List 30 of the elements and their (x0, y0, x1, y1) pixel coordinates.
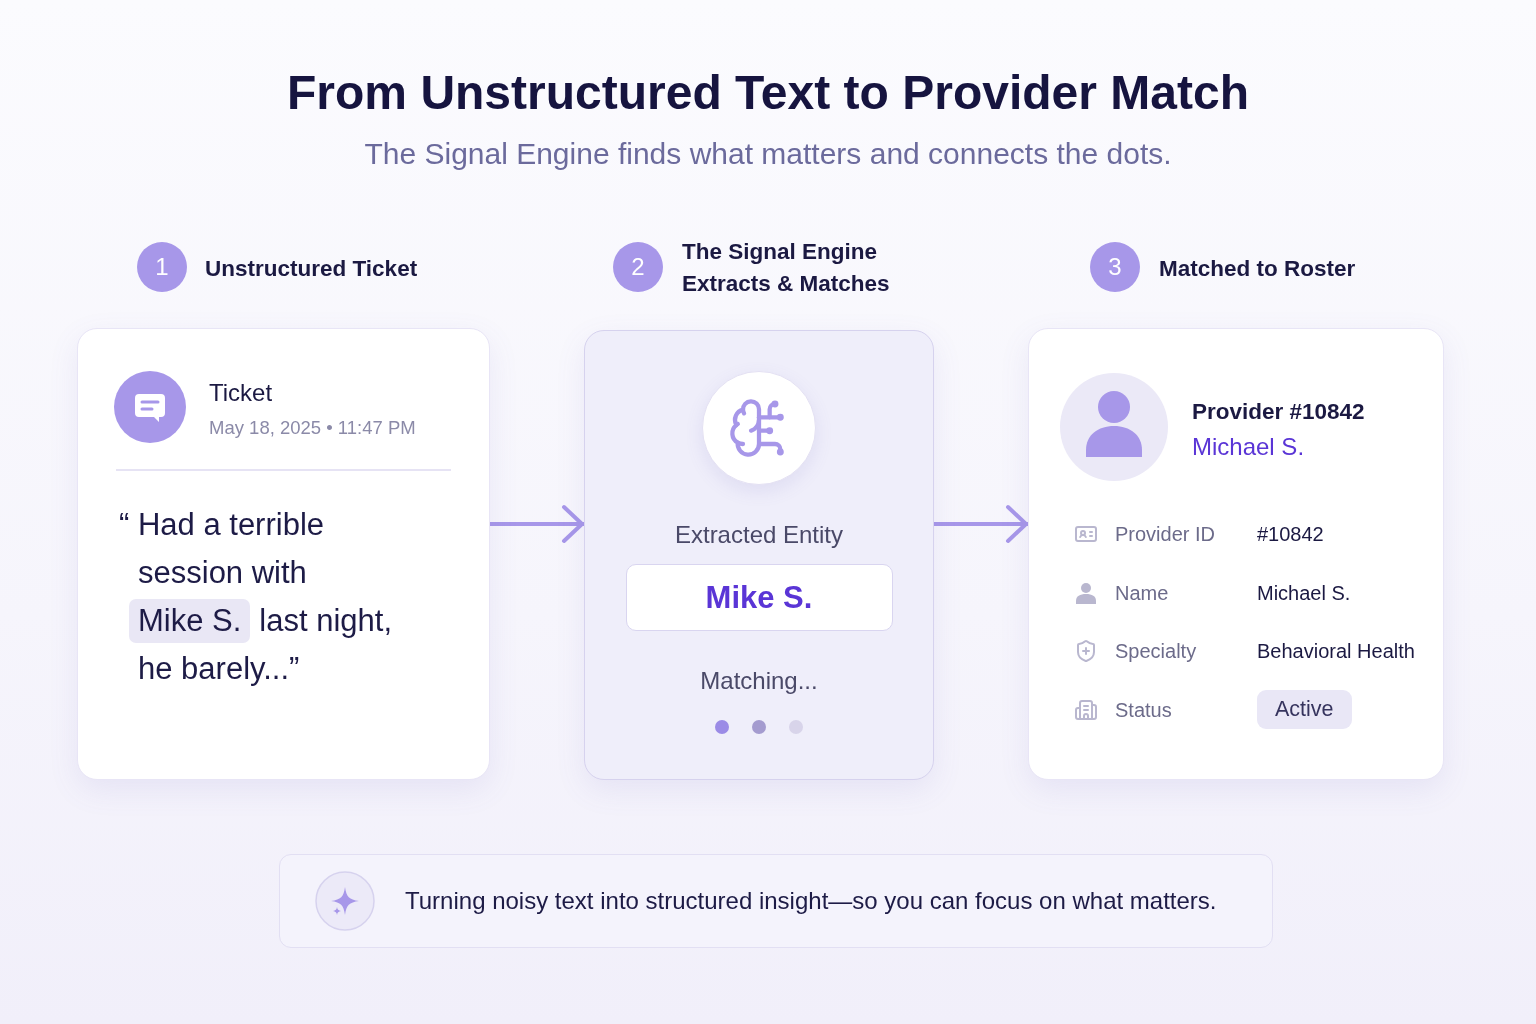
quote-text: last night, (259, 602, 393, 640)
quote-text: he barely...” (138, 650, 300, 688)
field-label: Specialty (1115, 639, 1198, 664)
field-label: Status (1115, 697, 1173, 722)
section-label: Extracted Entity (674, 521, 844, 549)
summary-banner (279, 854, 1273, 948)
step-number: 2 (613, 242, 663, 292)
ticket-timestamp: May 18, 2025 • 11:47 PM (209, 417, 416, 439)
status-text: Matching... (700, 667, 818, 695)
status-pill: Active (1257, 690, 1352, 730)
ticket-title: Ticket (209, 379, 273, 407)
step-heading: Unstructured Ticket (205, 255, 419, 283)
name-highlight: Mike S. (129, 599, 251, 643)
provider-name: Michael S. (1192, 433, 1305, 461)
step-heading: Matched to Roster (1159, 255, 1357, 283)
entity-box: Mike S. (625, 564, 893, 631)
field-label: Provider ID (1115, 522, 1217, 547)
step-number: 3 (1090, 242, 1140, 292)
step-heading: The Signal Engine Extracts & Matches (682, 238, 891, 298)
field-value: Michael S. (1257, 580, 1351, 605)
title: From Unstructured Text to Provider Match (287, 65, 1249, 121)
arrow (932, 505, 1030, 543)
banner-text: Turning noisy text into structured insight—so you can focus on what matters. (405, 887, 1217, 915)
field-value: Behavioral Health (1257, 639, 1415, 664)
step-number: 1 (137, 242, 187, 292)
arrow (488, 505, 586, 543)
provider-title: Provider #10842 (1192, 398, 1365, 426)
field-value: #10842 (1257, 522, 1324, 547)
subtitle: The Signal Engine finds what matters and connects the dots. (364, 136, 1172, 172)
field-label: Name (1115, 580, 1170, 605)
